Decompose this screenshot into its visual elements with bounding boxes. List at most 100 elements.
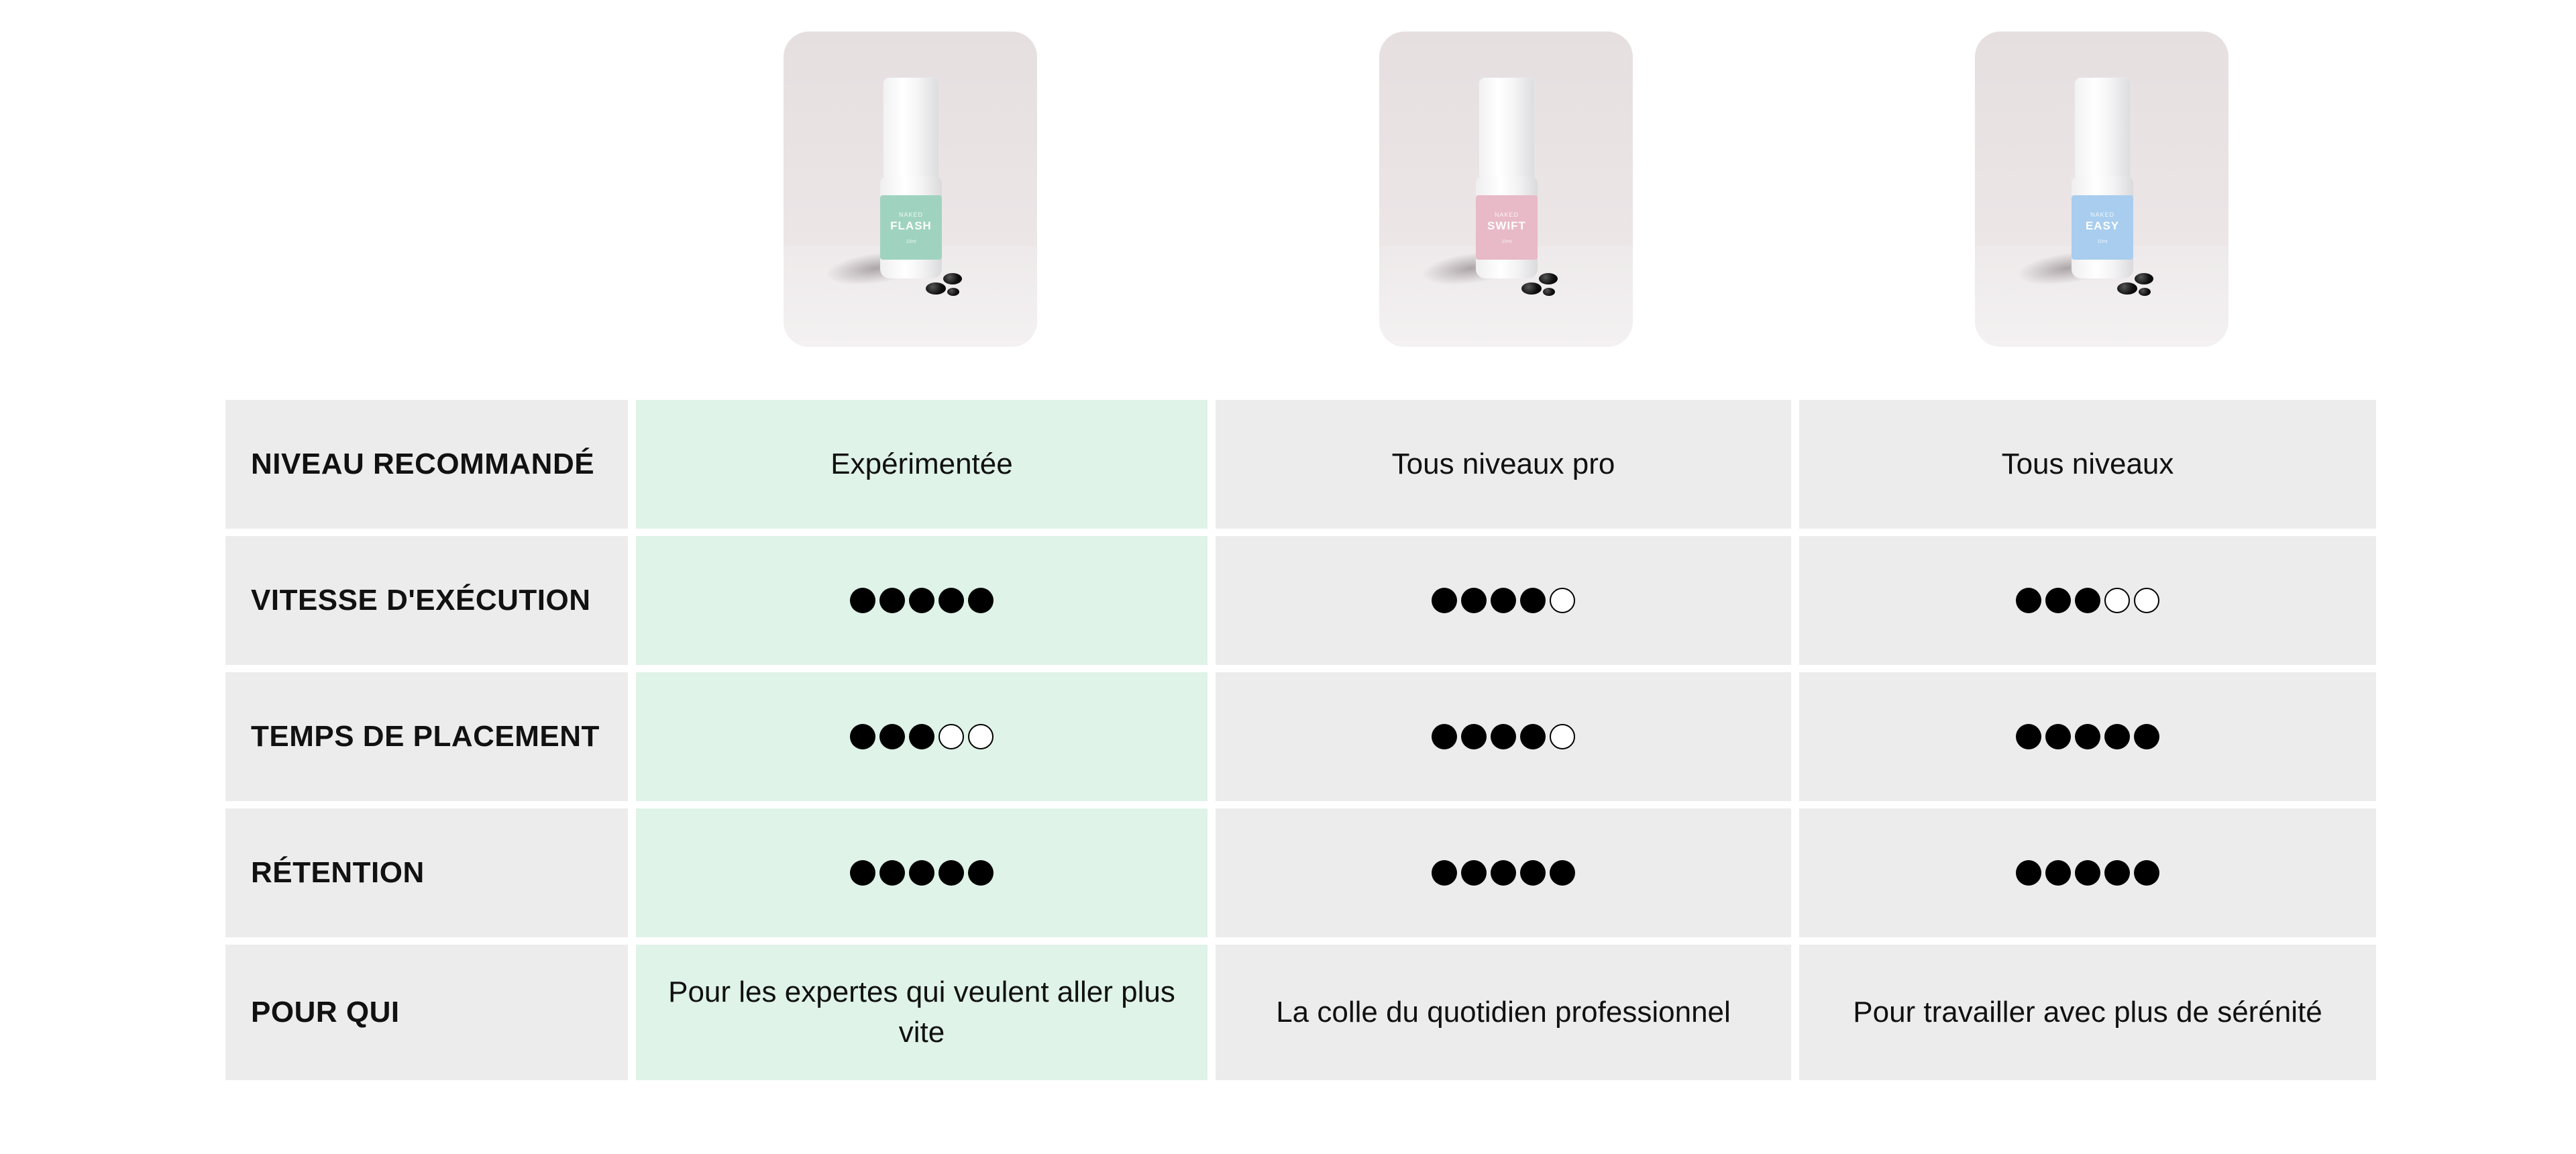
rating-dot-filled — [2016, 860, 2041, 886]
bottle-volume: 10ml — [2097, 239, 2108, 244]
rating-dot-filled — [1491, 860, 1516, 886]
bottle-label: NAKED SWIFT 10ml — [1476, 195, 1538, 260]
product-images: NAKED FLASH 10ml NAKED SWIFT 10ml — [0, 32, 2576, 347]
cell-swift — [1216, 536, 1791, 665]
cell-flash — [636, 808, 1208, 937]
rating-dot-filled — [909, 588, 934, 613]
bottle-volume: 10ml — [906, 239, 916, 244]
bottle-brand: NAKED — [2090, 211, 2114, 218]
rating-dot-filled — [2104, 860, 2130, 886]
row-label: RÉTENTION — [225, 808, 628, 937]
rating-dot-filled — [2016, 724, 2041, 749]
comparison-table: NIVEAU RECOMMANDÉ Expérimentée Tous nive… — [225, 400, 2376, 1088]
rating-dot-filled — [2134, 724, 2159, 749]
cell-swift: La colle du quotidien professionnel — [1216, 945, 1791, 1080]
rating-dot-empty — [2134, 588, 2159, 613]
rating-dots — [2016, 724, 2159, 749]
rating-dot-filled — [1461, 588, 1487, 613]
rating-dots — [1432, 588, 1575, 613]
row-label: TEMPS DE PLACEMENT — [225, 672, 628, 801]
rating-dot-filled — [1520, 588, 1546, 613]
glue-bottle: NAKED FLASH 10ml — [880, 77, 942, 278]
glue-bottle: NAKED SWIFT 10ml — [1476, 77, 1538, 278]
rating-dot-filled — [1491, 724, 1516, 749]
rating-dots — [2016, 860, 2159, 886]
bottle-volume: 10ml — [1501, 239, 1512, 244]
product-image-swift[interactable]: NAKED SWIFT 10ml — [1379, 32, 1633, 347]
rating-dot-filled — [2075, 724, 2100, 749]
cell-flash: Expérimentée — [636, 400, 1208, 529]
rating-dot-filled — [938, 860, 964, 886]
glue-drop — [947, 288, 959, 296]
row-label: POUR QUI — [225, 945, 628, 1080]
rating-dots — [2016, 588, 2159, 613]
cell-easy — [1799, 808, 2376, 937]
rating-dot-filled — [2104, 724, 2130, 749]
bottle-cap — [883, 77, 939, 178]
cell-swift: Tous niveaux pro — [1216, 400, 1791, 529]
rating-dot-filled — [850, 724, 875, 749]
bottle-label: NAKED FLASH 10ml — [880, 195, 942, 260]
rating-dot-filled — [879, 860, 905, 886]
glue-drop — [1521, 282, 1542, 295]
rating-dot-filled — [1550, 860, 1575, 886]
glue-drop — [2139, 288, 2151, 296]
table-row-retention: RÉTENTION — [225, 808, 2376, 937]
glue-drop — [2135, 273, 2153, 284]
rating-dot-filled — [968, 860, 994, 886]
bottle-brand: NAKED — [1494, 211, 1519, 218]
rating-dots — [1432, 860, 1575, 886]
rating-dot-filled — [2075, 588, 2100, 613]
rating-dot-filled — [1491, 588, 1516, 613]
rating-dot-empty — [1550, 724, 1575, 749]
rating-dots — [1432, 724, 1575, 749]
bottle-name: SWIFT — [1487, 219, 1526, 232]
rating-dot-filled — [850, 860, 875, 886]
cell-easy — [1799, 536, 2376, 665]
rating-dot-empty — [1550, 588, 1575, 613]
rating-dot-filled — [1461, 860, 1487, 886]
product-image-flash[interactable]: NAKED FLASH 10ml — [784, 32, 1037, 347]
table-row-niveau: NIVEAU RECOMMANDÉ Expérimentée Tous nive… — [225, 400, 2376, 529]
rating-dot-filled — [1520, 860, 1546, 886]
glue-drop — [2117, 282, 2137, 295]
table-row-temps: TEMPS DE PLACEMENT — [225, 672, 2376, 801]
rating-dot-filled — [2016, 588, 2041, 613]
bottle-brand: NAKED — [898, 211, 923, 218]
rating-dot-filled — [1461, 724, 1487, 749]
row-label: VITESSE D'EXÉCUTION — [225, 536, 628, 665]
bottle-label: NAKED EASY 10ml — [2072, 195, 2133, 260]
rating-dot-filled — [2045, 724, 2071, 749]
rating-dot-empty — [2104, 588, 2130, 613]
rating-dot-filled — [2134, 860, 2159, 886]
rating-dot-filled — [909, 860, 934, 886]
rating-dot-filled — [1520, 724, 1546, 749]
glue-drop — [926, 282, 946, 295]
rating-dot-filled — [2075, 860, 2100, 886]
rating-dots — [850, 724, 994, 749]
cell-swift — [1216, 672, 1791, 801]
rating-dot-filled — [909, 724, 934, 749]
product-image-easy[interactable]: NAKED EASY 10ml — [1975, 32, 2229, 347]
rating-dot-filled — [2045, 588, 2071, 613]
rating-dots — [850, 588, 994, 613]
rating-dot-empty — [938, 724, 964, 749]
rating-dot-filled — [879, 588, 905, 613]
rating-dots — [850, 860, 994, 886]
glue-drop — [943, 273, 962, 284]
rating-dot-filled — [938, 588, 964, 613]
cell-flash: Pour les expertes qui veulent aller plus… — [636, 945, 1208, 1080]
bottle-name: FLASH — [890, 219, 932, 232]
rating-dot-filled — [1432, 860, 1457, 886]
rating-dot-filled — [1432, 588, 1457, 613]
rating-dot-empty — [968, 724, 994, 749]
table-row-pour-qui: POUR QUI Pour les expertes qui veulent a… — [225, 945, 2376, 1080]
cell-swift — [1216, 808, 1791, 937]
cell-flash — [636, 672, 1208, 801]
rating-dot-filled — [2045, 860, 2071, 886]
glue-drop — [1543, 288, 1555, 296]
rating-dot-filled — [1432, 724, 1457, 749]
cell-easy — [1799, 672, 2376, 801]
bottle-cap — [1479, 77, 1535, 178]
rating-dot-filled — [850, 588, 875, 613]
